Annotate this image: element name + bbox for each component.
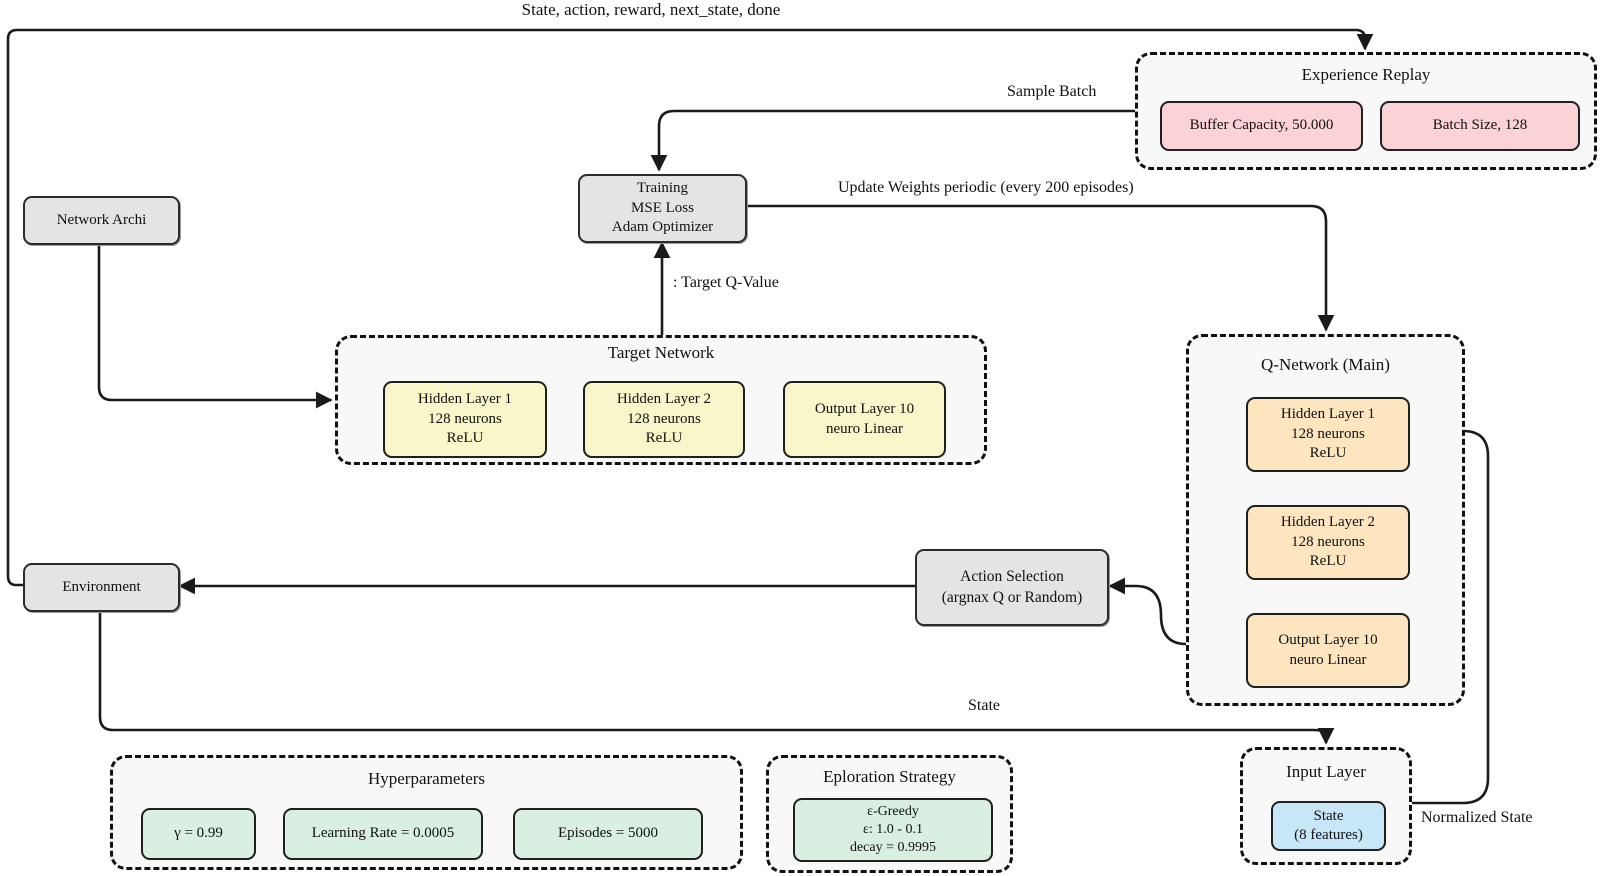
q-hidden-layer-1-box: Hidden Layer 1 128 neurons ReLU <box>1246 397 1410 472</box>
connector-input-layer-to-hidden1-normalized-state <box>1410 422 1490 805</box>
gamma-box: γ = 0.99 <box>141 808 256 860</box>
connector-replay-to-training-sample-batch <box>650 109 1135 172</box>
group-hyperparameters: Hyperparameters γ = 0.99 Learning Rate =… <box>110 755 743 870</box>
label-target-q-value: : Target Q-Value <box>673 274 779 291</box>
target-network-title: Target Network <box>607 343 715 362</box>
q-network-title: Q-Network (Main) <box>1261 355 1390 374</box>
input-state-box: State (8 features) <box>1271 801 1386 851</box>
group-exploration-strategy: Eploration Strategy ε-Greedy ε: 1.0 - 0.… <box>766 755 1013 873</box>
buffer-capacity-box: Buffer Capacity, 50.000 <box>1160 101 1363 151</box>
exploration-strategy-title: Eploration Strategy <box>823 767 956 786</box>
episodes-box: Episodes = 5000 <box>513 808 703 860</box>
epsilon-greedy-box: ε-Greedy ε: 1.0 - 0.1 decay = 0.9995 <box>793 798 993 862</box>
node-environment: Environment <box>23 563 180 612</box>
input-layer-title: Input Layer <box>1286 762 1366 781</box>
target-output-layer-box: Output Layer 10 neuro Linear <box>783 381 946 458</box>
connector-network-archi-to-target-network <box>97 241 333 409</box>
q-output-layer-box: Output Layer 10 neuro Linear <box>1246 613 1410 688</box>
target-hidden-layer-1-box: Hidden Layer 1 128 neurons ReLU <box>383 381 547 458</box>
q-hidden-layer-2-box: Hidden Layer 2 128 neurons ReLU <box>1246 505 1410 580</box>
label-update-weights: Update Weights periodic (every 200 episo… <box>838 179 1134 196</box>
experience-replay-title: Experience Replay <box>1301 65 1431 84</box>
connector-training-to-qnetwork-update-weights <box>743 204 1335 332</box>
group-target-network: Target Network Hidden Layer 1 128 neuron… <box>335 335 987 465</box>
label-top-flow: State, action, reward, next_state, done <box>521 0 781 19</box>
connector-environment-to-replay <box>6 28 1374 587</box>
connector-environment-to-input-layer-state <box>98 608 1335 745</box>
group-experience-replay: Experience Replay Buffer Capacity, 50.00… <box>1135 52 1597 170</box>
target-hidden-layer-2-box: Hidden Layer 2 128 neurons ReLU <box>583 381 745 458</box>
batch-size-box: Batch Size, 128 <box>1380 101 1580 151</box>
node-training: Training MSE Loss Adam Optimizer <box>578 174 747 243</box>
node-network-archi: Network Archi <box>23 196 180 245</box>
group-q-network: Q-Network (Main) Hidden Layer 1 128 neur… <box>1186 334 1465 706</box>
label-sample-batch: Sample Batch <box>1007 83 1097 100</box>
learning-rate-box: Learning Rate = 0.0005 <box>283 808 483 860</box>
connector-output-layer-to-action-selection <box>1108 577 1243 646</box>
node-action-selection: Action Selection (argnax Q or Random) <box>915 549 1109 626</box>
hyperparameters-title: Hyperparameters <box>367 769 486 788</box>
label-normalized-state: Normalized State <box>1421 809 1533 826</box>
group-input-layer: Input Layer State (8 features) <box>1240 747 1412 865</box>
label-state: State <box>968 697 1000 714</box>
